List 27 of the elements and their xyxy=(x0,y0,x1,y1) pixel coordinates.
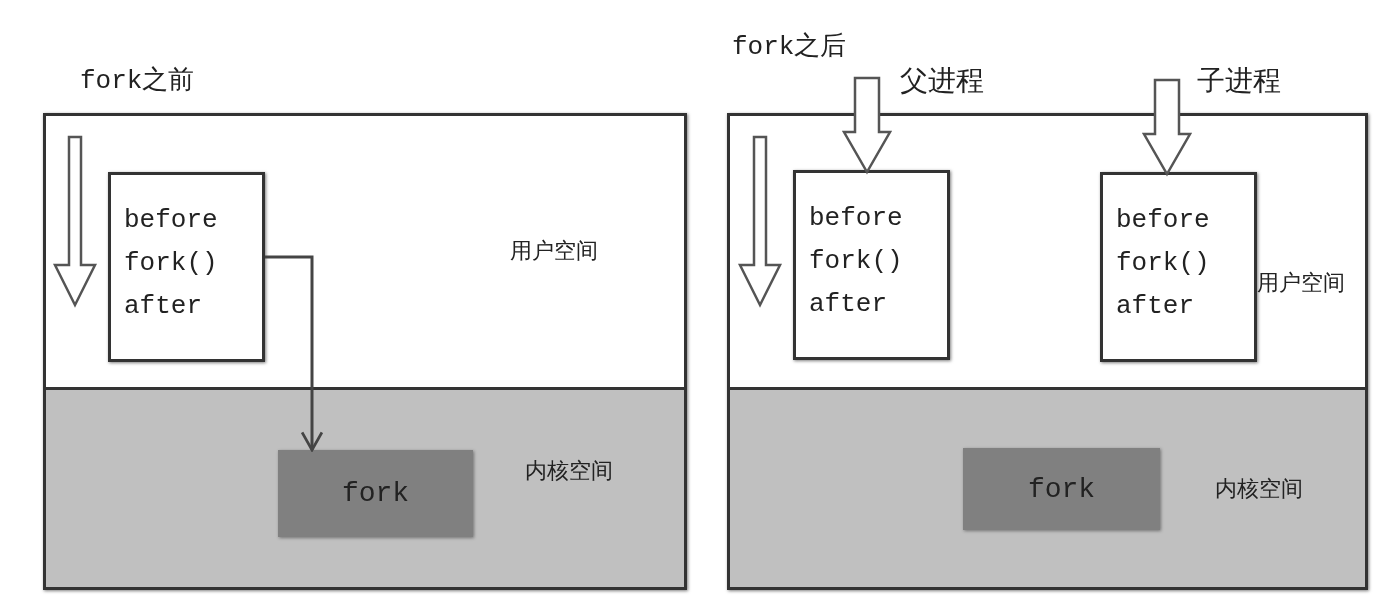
region-label: 内核空间 xyxy=(1215,475,1303,503)
region-label: 用户空间 xyxy=(510,237,598,265)
code-line: after xyxy=(809,288,888,321)
code-line: after xyxy=(1116,290,1195,323)
region-label: 用户空间 xyxy=(1257,269,1345,297)
function-label: fork xyxy=(341,478,410,509)
kernel-function-box xyxy=(963,448,1160,530)
function-label: fork xyxy=(1027,473,1096,505)
code-line: fork() xyxy=(1116,247,1211,280)
code-box xyxy=(1100,172,1257,362)
code-box xyxy=(108,172,265,362)
kernel-space-region xyxy=(730,387,1365,587)
kernel-space-region xyxy=(46,387,684,587)
code-line: before xyxy=(1116,204,1211,237)
code-line: fork() xyxy=(809,245,904,278)
region-label: 内核空间 xyxy=(525,457,613,485)
code-line: before xyxy=(809,202,904,235)
hollow-arrow xyxy=(1141,78,1193,177)
code-line: fork() xyxy=(124,247,219,280)
code-line: before xyxy=(124,204,219,237)
code-line: after xyxy=(124,290,203,323)
hollow-arrow xyxy=(841,76,893,175)
panel-heading: fork之前 xyxy=(80,65,195,97)
arrow xyxy=(265,255,324,452)
kernel-function-box xyxy=(278,450,473,537)
code-box xyxy=(793,170,950,360)
panel-heading: fork之后 xyxy=(732,31,847,63)
